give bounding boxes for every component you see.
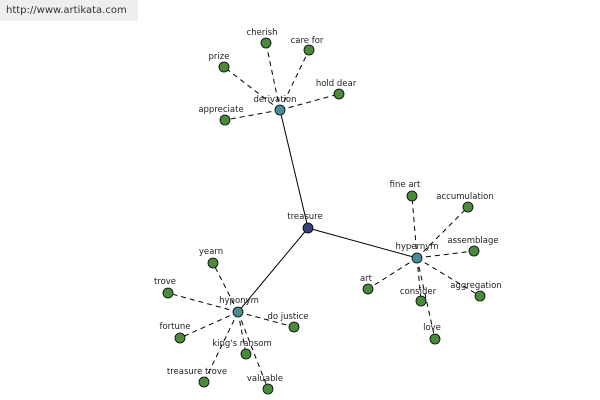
label-art[interactable]: art <box>360 274 373 284</box>
label-cherish[interactable]: cherish <box>247 28 278 38</box>
leaf-node-valuable[interactable] <box>262 383 274 395</box>
leaf-node-appreciate[interactable] <box>219 114 231 126</box>
site-url-banner[interactable]: http://www.artikata.com <box>0 0 138 21</box>
edge-hypernym-aggregation <box>416 257 481 297</box>
edge-hyponym-treasure-trove <box>203 311 239 383</box>
leaf-node-kings-ransom[interactable] <box>240 348 252 360</box>
graph-edges <box>167 42 481 390</box>
edge-hypernym-art <box>367 257 418 290</box>
label-trove[interactable]: trove <box>154 277 176 287</box>
label-fortune[interactable]: fortune <box>159 322 190 332</box>
label-love[interactable]: love <box>423 323 441 333</box>
edge-hyponym-kings-ransom <box>237 311 247 355</box>
edge-hyponym-fortune <box>179 311 239 339</box>
edge-treasure-hyponym <box>237 227 309 313</box>
edge-hypernym-accumulation <box>416 206 469 259</box>
leaf-node-fine-art[interactable] <box>406 190 418 202</box>
leaf-node-art[interactable] <box>362 283 374 295</box>
leaf-node-accumulation[interactable] <box>462 201 474 213</box>
leaf-node-care-for[interactable] <box>303 44 315 56</box>
label-hypernym[interactable]: hypernym <box>395 242 438 252</box>
label-care-for[interactable]: care for <box>291 36 324 46</box>
edge-hyponym-valuable <box>237 311 269 390</box>
leaf-node-cherish[interactable] <box>260 37 272 49</box>
leaf-node-trove[interactable] <box>162 287 174 299</box>
edge-hyponym-do-justice <box>237 311 295 328</box>
edge-derivation-prize <box>223 66 281 111</box>
leaf-node-fortune[interactable] <box>174 332 186 344</box>
label-yearn[interactable]: yearn <box>199 247 223 257</box>
label-do-justice[interactable]: do justice <box>267 312 308 322</box>
root-node-treasure[interactable] <box>302 222 314 234</box>
leaf-node-yearn[interactable] <box>207 257 219 269</box>
edge-derivation-appreciate <box>224 109 281 121</box>
edge-hypernym-love <box>416 257 436 340</box>
edge-derivation-care-for <box>279 49 310 111</box>
leaf-node-hold-dear[interactable] <box>333 88 345 100</box>
label-derivation[interactable]: derivation <box>253 95 296 105</box>
edge-treasure-derivation <box>279 109 309 229</box>
label-accumulation[interactable]: accumulation <box>436 192 493 202</box>
hub-node-hypernym[interactable] <box>411 252 423 264</box>
leaf-node-treasure-trove[interactable] <box>198 376 210 388</box>
edge-hypernym-fine-art <box>411 195 418 259</box>
label-aggregation[interactable]: aggregation <box>450 281 501 291</box>
label-consider[interactable]: consider <box>400 287 437 297</box>
label-valuable[interactable]: valuable <box>247 374 283 384</box>
edge-derivation-cherish <box>265 42 281 111</box>
leaf-node-assemblage[interactable] <box>468 245 480 257</box>
leaf-node-aggregation[interactable] <box>474 290 486 302</box>
edge-hyponym-trove <box>167 292 239 313</box>
hub-node-hyponym[interactable] <box>232 306 244 318</box>
edge-hyponym-yearn <box>212 262 239 313</box>
graph-nodes <box>162 37 486 395</box>
label-appreciate[interactable]: appreciate <box>198 105 243 115</box>
edge-treasure-hypernym <box>307 227 418 259</box>
leaf-node-do-justice[interactable] <box>288 321 300 333</box>
leaf-node-love[interactable] <box>429 333 441 345</box>
label-treasure-trove[interactable]: treasure trove <box>167 367 227 377</box>
edge-hypernym-consider <box>416 257 422 302</box>
label-fine-art[interactable]: fine art <box>390 180 421 190</box>
label-prize[interactable]: prize <box>209 52 230 62</box>
label-assemblage[interactable]: assemblage <box>447 236 498 246</box>
label-kings-ransom[interactable]: king's ransom <box>212 339 272 349</box>
label-hyponym[interactable]: hyponym <box>219 296 259 306</box>
leaf-node-consider[interactable] <box>415 295 427 307</box>
edge-derivation-hold-dear <box>279 93 340 111</box>
graph-labels: treasure derivation hypernym hyponym cherish… <box>154 28 502 384</box>
leaf-node-prize[interactable] <box>218 61 230 73</box>
edge-hypernym-assemblage <box>416 250 475 259</box>
label-hold-dear[interactable]: hold dear <box>316 79 357 89</box>
label-treasure[interactable]: treasure <box>287 212 322 222</box>
hub-node-derivation[interactable] <box>274 104 286 116</box>
